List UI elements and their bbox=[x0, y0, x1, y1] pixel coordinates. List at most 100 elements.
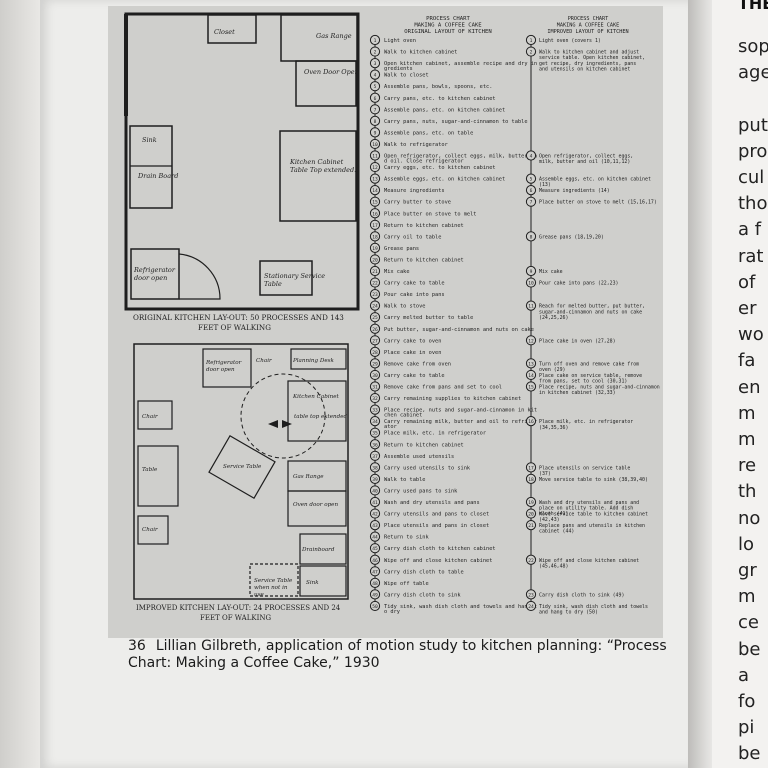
original-plan-caption: FEET OF WALKING bbox=[198, 323, 271, 332]
original-chart-step-text: Carry melted butter to table bbox=[384, 315, 473, 321]
original-chart-step-circle bbox=[369, 34, 381, 46]
original-chart-step-circle bbox=[369, 185, 381, 196]
original-chart-step-number: 30 bbox=[372, 373, 378, 379]
original-chart-step-circle bbox=[369, 577, 381, 588]
original-chart-step-circle bbox=[369, 127, 381, 138]
original-chart-step-circle bbox=[369, 369, 381, 381]
original-plan-label: Table Top extended. bbox=[290, 166, 356, 174]
improved-plan-label: Service Table bbox=[223, 464, 262, 470]
original-chart-step-text: Pour cake into pans bbox=[384, 292, 445, 298]
original-chart-step-circle bbox=[369, 254, 381, 265]
original-chart-step-number: 26 bbox=[372, 327, 378, 333]
original-chart-step-circle bbox=[369, 335, 381, 346]
improved-plan-label: Kitchen Cabinet bbox=[292, 394, 340, 400]
original-chart-step-text-cont: ator bbox=[384, 424, 397, 430]
improved-chart-step-number: 21 bbox=[528, 523, 534, 529]
right-page-line: ce bbox=[738, 612, 759, 634]
original-chart-step-text: Assemble used utensils bbox=[384, 454, 454, 460]
original-chart-step-circle bbox=[369, 277, 381, 288]
improved-chart-step-circle bbox=[525, 34, 537, 46]
original-chart-step-text: Place recipe, nuts and sugar-and-cinnamo… bbox=[384, 408, 537, 414]
improved-chart-step-text: oven (29) bbox=[539, 367, 566, 373]
original-chart-step-number: 17 bbox=[372, 223, 378, 229]
improved-chart-step-text: place on utility table. Add dish bbox=[539, 506, 633, 512]
improved-chart-step-text: Measure ingredients (14) bbox=[539, 188, 610, 194]
original-chart-step-circle bbox=[369, 439, 381, 450]
original-plan-label: Table bbox=[264, 280, 282, 288]
original-chart-step-number: 3 bbox=[374, 61, 377, 67]
original-chart-step-number: 39 bbox=[372, 477, 378, 483]
improved-chart-step-text: and hang to dry (50) bbox=[539, 610, 598, 616]
improved-chart-step-number: 14 bbox=[528, 373, 534, 379]
original-chart-step-number: 19 bbox=[372, 246, 378, 252]
refrigerator-box bbox=[130, 248, 180, 300]
original-chart-step-circle bbox=[369, 161, 381, 173]
original-chart-step-circle bbox=[369, 554, 381, 565]
improved-plan-label: Planning Desk bbox=[292, 358, 335, 364]
original-chart-step-number: 28 bbox=[372, 350, 378, 356]
improved-chart-step-text: (13) bbox=[539, 182, 551, 188]
original-chart-step-circle bbox=[369, 81, 381, 92]
original-chart-step-text: Mix cake bbox=[384, 269, 410, 275]
original-plan-caption: ORIGINAL KITCHEN LAY-OUT: 50 PROCESSES A… bbox=[133, 313, 344, 322]
oven-door-box bbox=[295, 60, 357, 107]
original-chart-step-text: Carry cake to oven bbox=[384, 338, 441, 344]
original-chart-step-number: 24 bbox=[372, 304, 378, 310]
improved-chart-step-text: Place utensils on service table bbox=[539, 465, 630, 471]
original-chart-step-text: Return to kitchen cabinet bbox=[384, 223, 464, 229]
original-chart-step-circle bbox=[369, 300, 381, 311]
original-chart-step-number: 13 bbox=[372, 177, 378, 183]
original-chart-step-number: 23 bbox=[372, 292, 378, 298]
right-page-line: cul bbox=[738, 167, 765, 188]
improved-chart-step-text: in kitchen cabinet (32,33) bbox=[539, 390, 616, 396]
original-chart-step-text: Carry dish cloth to kitchen cabinet bbox=[384, 546, 496, 552]
improved-sink-box bbox=[299, 565, 347, 597]
original-chart-step-text: Carry remaining supplies to kitchen cabi… bbox=[384, 396, 521, 402]
original-chart-step-number: 5 bbox=[374, 84, 377, 90]
improved-chart-step-text: service table. Open kitchen cabinet, bbox=[539, 55, 645, 61]
original-chart-step-circle bbox=[369, 600, 381, 612]
original-chart-step-number: 40 bbox=[372, 488, 378, 494]
original-chart-step-circle bbox=[369, 496, 381, 508]
original-chart-step-text: Walk to stove bbox=[384, 304, 425, 310]
original-chart-step-text: Assemble pans, etc. on kitchen cabinet bbox=[384, 107, 505, 113]
original-chart-step-text: Wash and dry utensils and pans bbox=[384, 500, 480, 506]
improved-plan-label: Oven door open bbox=[293, 502, 338, 508]
original-chart-step-number: 22 bbox=[372, 281, 378, 287]
original-plan-label: Oven Door Open bbox=[304, 68, 359, 76]
original-chart-step-number: 6 bbox=[374, 96, 377, 102]
original-chart-step-circle bbox=[369, 416, 381, 427]
original-chart-title: ORIGINAL LAYOUT OF KITCHEN bbox=[404, 29, 492, 35]
book-page-edge bbox=[0, 0, 40, 768]
improved-chart-step-circle bbox=[525, 185, 537, 196]
original-chart-step-number: 35 bbox=[372, 431, 378, 437]
right-page-line: be bbox=[738, 743, 761, 765]
original-chart-step-text: Carry oil to table bbox=[384, 234, 441, 240]
improved-chart-step-number: 16 bbox=[528, 419, 534, 425]
original-chart-step-number: 9 bbox=[374, 130, 377, 136]
original-chart-step-number: 25 bbox=[372, 315, 378, 321]
improved-cabinet-box bbox=[287, 380, 347, 442]
improved-chart-step-text: Light oven (covers 1) bbox=[539, 38, 601, 44]
improved-chart-step-text: from pans, set to cool (30,31) bbox=[539, 379, 627, 385]
original-chart-step-text: Carry used utensils to sink bbox=[384, 465, 471, 471]
chair-box bbox=[137, 515, 169, 545]
original-chart-step-number: 4 bbox=[374, 73, 377, 79]
original-chart-step-number: 15 bbox=[372, 200, 378, 206]
original-chart-step-circle bbox=[369, 462, 381, 473]
original-plan-label: Closet bbox=[214, 28, 235, 36]
improved-chart-step-text: Pour cake into pans (22,23) bbox=[539, 281, 619, 287]
improved-plan-label: Sink bbox=[306, 580, 319, 586]
improved-chart-step-text: Tidy sink, wash dish cloth and towels bbox=[539, 604, 648, 610]
original-chart-step-circle bbox=[369, 312, 381, 323]
improved-chart-step-text: Place cake on service table, remove bbox=[539, 373, 642, 379]
improved-plan-caption: IMPROVED KITCHEN LAY-OUT: 24 PROCESSES A… bbox=[136, 604, 341, 612]
original-chart-step-circle bbox=[369, 138, 381, 150]
right-page-line: age bbox=[738, 62, 768, 84]
improved-chart-step-text: Place milk, etc. in refrigerator bbox=[539, 419, 633, 425]
right-page-line: lo bbox=[738, 533, 755, 555]
right-page-line: no bbox=[738, 507, 761, 529]
improved-chart-step-number: 11 bbox=[528, 304, 534, 310]
right-page-line: fa bbox=[738, 350, 756, 372]
improved-plan-label: Table bbox=[142, 467, 158, 473]
